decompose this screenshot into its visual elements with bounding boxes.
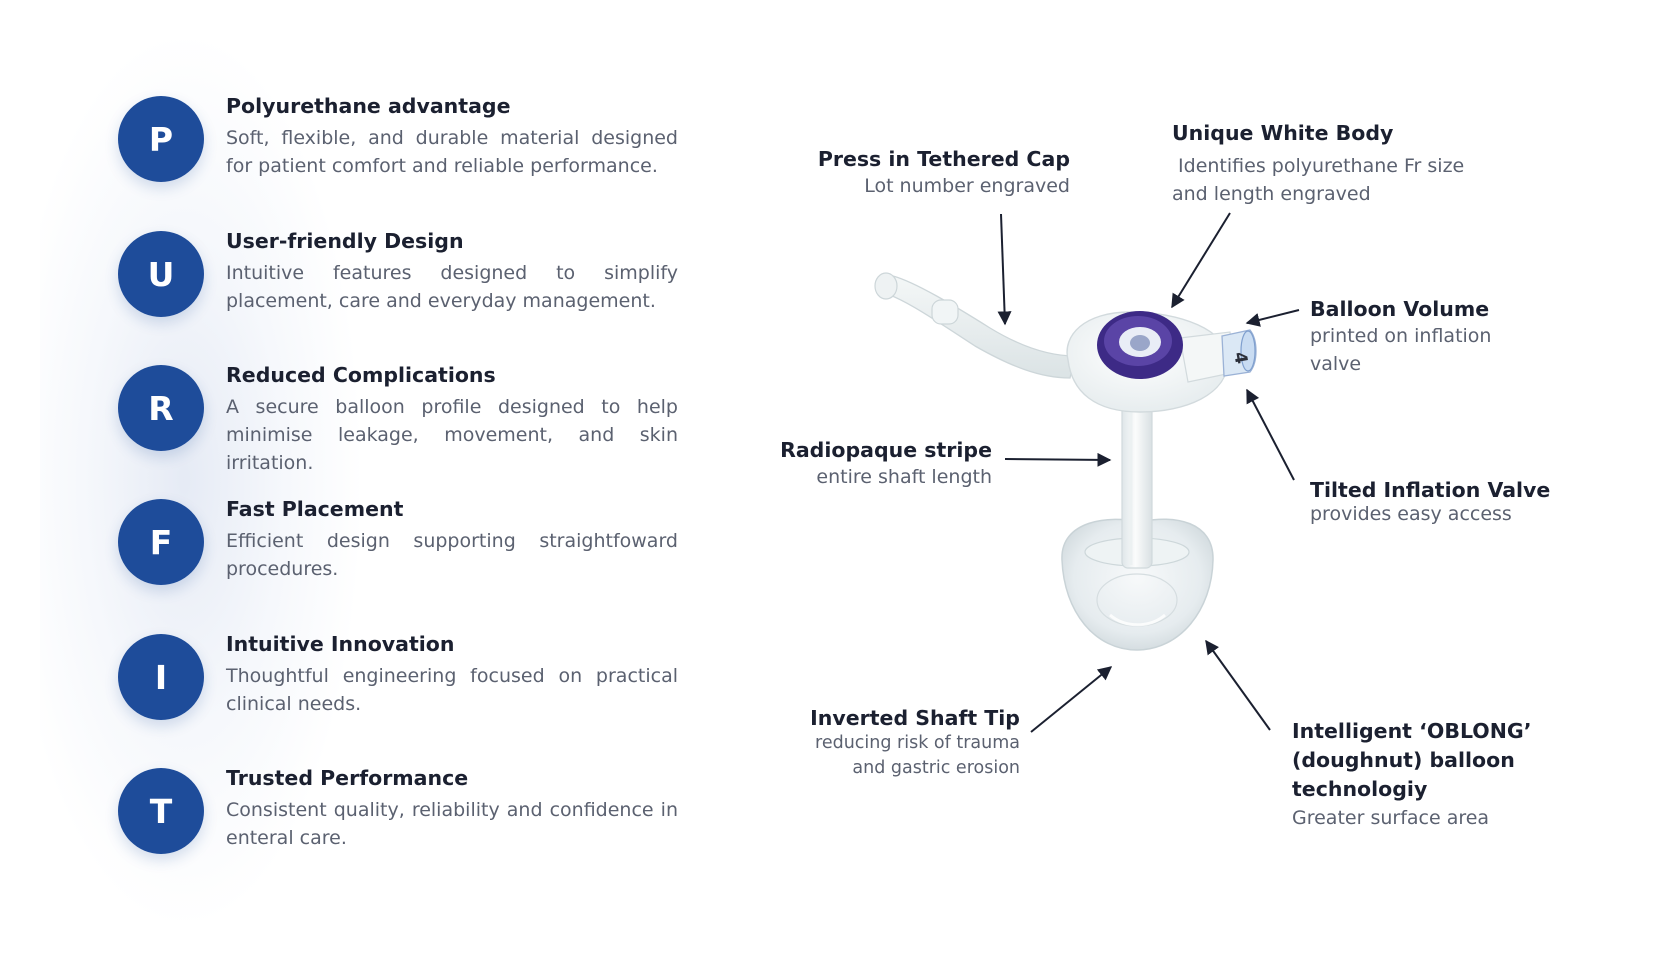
feature-reduced-complications: R Reduced Complications A secure balloon… bbox=[118, 361, 678, 474]
callout-title: Radiopaque stripe bbox=[780, 438, 992, 462]
callout-tip: Inverted Shaft Tip reducing risk of trau… bbox=[760, 705, 1020, 781]
callout-title: Unique White Body bbox=[1172, 121, 1394, 145]
feature-badge-t: T bbox=[118, 768, 204, 854]
callout-subtitle-line2: and length engraved bbox=[1172, 183, 1371, 205]
feeding-port bbox=[1097, 311, 1183, 379]
callout-title-line2: (doughnut) balloon bbox=[1292, 748, 1515, 772]
feature-badge-p: P bbox=[118, 96, 204, 182]
callout-title: Inverted Shaft Tip bbox=[810, 706, 1020, 730]
callout-subtitle-line2: valve bbox=[1310, 353, 1362, 375]
callout-valve: Tilted Inflation Valve provides easy acc… bbox=[1310, 477, 1610, 525]
feature-title: User-friendly Design bbox=[226, 229, 464, 253]
feature-trusted-performance: T Trusted Performance Consistent quality… bbox=[118, 764, 678, 874]
callout-title: Balloon Volume bbox=[1310, 297, 1490, 321]
feature-title: Polyurethane advantage bbox=[226, 94, 511, 118]
callout-title: Tilted Inflation Valve bbox=[1310, 478, 1551, 502]
callout-subtitle-line2: and gastric erosion bbox=[852, 758, 1020, 778]
callout-balloon-volume: Balloon Volume printed on inflation valv… bbox=[1310, 296, 1550, 378]
arrow-cap bbox=[997, 213, 1012, 326]
feature-badge-r: R bbox=[118, 365, 204, 451]
arrow-valve bbox=[1246, 388, 1295, 481]
callout-oblong-balloon: Intelligent ‘OBLONG’ (doughnut) balloon … bbox=[1292, 717, 1572, 832]
feature-text: A secure balloon profile designed to hel… bbox=[226, 396, 678, 474]
callout-subtitle-line1: printed on inflation bbox=[1310, 325, 1492, 347]
callout-subtitle: provides easy access bbox=[1310, 503, 1512, 525]
feature-fast-placement: F Fast Placement Efficient design suppor… bbox=[118, 495, 678, 605]
feature-intuitive-innovation: I Intuitive Innovation Thoughtful engine… bbox=[118, 630, 678, 740]
callout-subtitle-line1: reducing risk of trauma bbox=[815, 733, 1020, 753]
arrow-body bbox=[1171, 212, 1231, 309]
feature-polyurethane: P Polyurethane advantage Soft, flexible,… bbox=[118, 92, 678, 202]
feature-text: Consistent quality, reliability and conf… bbox=[226, 799, 678, 849]
feature-title: Trusted Performance bbox=[226, 766, 469, 790]
feature-badge-f: F bbox=[118, 499, 204, 585]
callout-subtitle-line1: Identifies polyurethane Fr size bbox=[1172, 155, 1465, 177]
arrow-stripe bbox=[1004, 452, 1112, 467]
feature-title: Intuitive Innovation bbox=[226, 632, 455, 656]
callout-title-line3: technologiy bbox=[1292, 777, 1428, 801]
callout-title-line1: Intelligent ‘OBLONG’ bbox=[1292, 719, 1532, 743]
feature-badge-i: I bbox=[118, 634, 204, 720]
arrow-tip bbox=[1030, 666, 1113, 733]
callout-subtitle: entire shaft length bbox=[816, 466, 992, 488]
callout-body: Unique White Body Identifies polyurethan… bbox=[1172, 120, 1492, 208]
callout-subtitle: Greater surface area bbox=[1292, 807, 1490, 829]
feature-badge-u: U bbox=[118, 231, 204, 317]
doughnut-balloon bbox=[1061, 518, 1214, 651]
arrow-balloon-volume bbox=[1245, 309, 1300, 327]
feature-text: Soft, flexible, and durable material des… bbox=[226, 127, 678, 177]
inflation-valve: 4 bbox=[1221, 329, 1257, 377]
feature-user-friendly: U User-friendly Design Intuitive feature… bbox=[118, 227, 678, 337]
feature-text: Efficient design supporting straightfowa… bbox=[226, 530, 678, 580]
feature-text: Intuitive features designed to simplify … bbox=[226, 262, 678, 312]
feature-title: Fast Placement bbox=[226, 497, 404, 521]
callout-title: Press in Tethered Cap bbox=[817, 147, 1070, 171]
valve-volume-marking: 4 bbox=[1229, 350, 1251, 365]
callout-subtitle: Lot number engraved bbox=[864, 175, 1070, 197]
arrow-oblong bbox=[1205, 639, 1271, 731]
feature-text: Thoughtful engineering focused on practi… bbox=[226, 665, 678, 715]
callout-cap: Press in Tethered Cap Lot number engrave… bbox=[790, 146, 1070, 200]
callout-stripe: Radiopaque stripe entire shaft length bbox=[720, 437, 992, 491]
feature-title: Reduced Complications bbox=[226, 363, 496, 387]
